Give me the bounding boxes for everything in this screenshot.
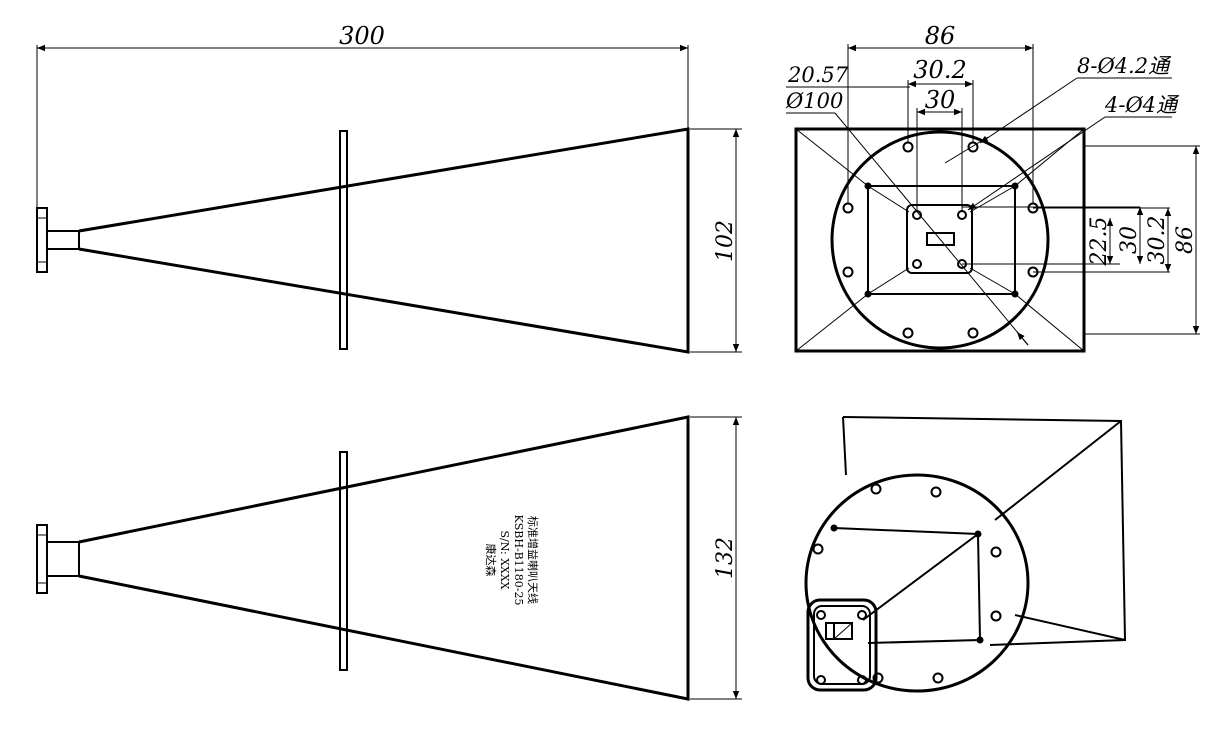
iso-waveguide-flange xyxy=(806,598,878,692)
top-view: 标准增益喇叭天线 KSBH-B1180-25 S/N: XXXX 康达森 132 xyxy=(36,415,742,701)
dim-30: 30 xyxy=(925,86,956,114)
dim-22-5: 22.5 xyxy=(1087,217,1112,267)
note-4-holes: 4-Ø4通 xyxy=(1104,93,1180,117)
nameplate: 标准增益喇叭天线 KSBH-B1180-25 S/N: XXXX 康达森 xyxy=(484,515,540,606)
horn-body-top xyxy=(78,415,690,701)
dim-height-102: 102 xyxy=(713,220,738,262)
dim-86-v: 86 xyxy=(1173,226,1198,254)
svg-text:S/N: XXXX: S/N: XXXX xyxy=(498,530,511,589)
iso-diagonal-upper xyxy=(994,420,1122,521)
flange-holes xyxy=(912,210,967,269)
dim-length-300: 300 xyxy=(339,22,385,50)
aperture-outline xyxy=(794,127,1086,353)
svg-text:KSBH-B1180-25: KSBH-B1180-25 xyxy=(512,515,525,606)
svg-text:标准增益喇叭天线: 标准增益喇叭天线 xyxy=(526,516,540,604)
iso-inner-quad xyxy=(833,527,982,644)
front-view: 86 30.2 30 20.57 Ø100 8-Ø4.2通 4-Ø4通 xyxy=(785,22,1200,353)
horn-body-side xyxy=(78,127,690,354)
mount-plate-top xyxy=(339,451,348,671)
square-corner-dots xyxy=(864,182,1019,298)
isometric-view xyxy=(804,416,1127,693)
waveguide-flange-square xyxy=(906,204,973,274)
iso-aperture xyxy=(842,416,1127,646)
iso-circle-holes xyxy=(812,483,1002,684)
iso-waveguide-opening xyxy=(825,622,853,640)
svg-text:康达森: 康达森 xyxy=(484,544,498,577)
mount-plate-side xyxy=(339,130,348,350)
dim-20-57: 20.57 xyxy=(787,63,849,87)
waveguide-section-top xyxy=(46,541,80,577)
waveguide-opening xyxy=(926,232,955,246)
dim-dia-100: Ø100 xyxy=(785,89,843,113)
side-view: 300 102 xyxy=(36,22,742,354)
dim-86-top: 86 xyxy=(925,22,956,50)
waveguide-section xyxy=(46,230,80,250)
inner-square xyxy=(867,185,1016,295)
dim-height-132: 132 xyxy=(713,537,738,579)
dim-30-2: 30.2 xyxy=(913,56,966,84)
dim-30-2-v: 30.2 xyxy=(1145,216,1170,265)
iso-flange-circle xyxy=(804,473,1030,693)
flange-circle xyxy=(830,130,1050,350)
note-8-holes: 8-Ø4.2通 xyxy=(1077,54,1172,78)
iso-flange-holes xyxy=(816,610,867,685)
dim-30-v: 30 xyxy=(1117,226,1142,254)
dia-leader-line xyxy=(834,112,1029,346)
